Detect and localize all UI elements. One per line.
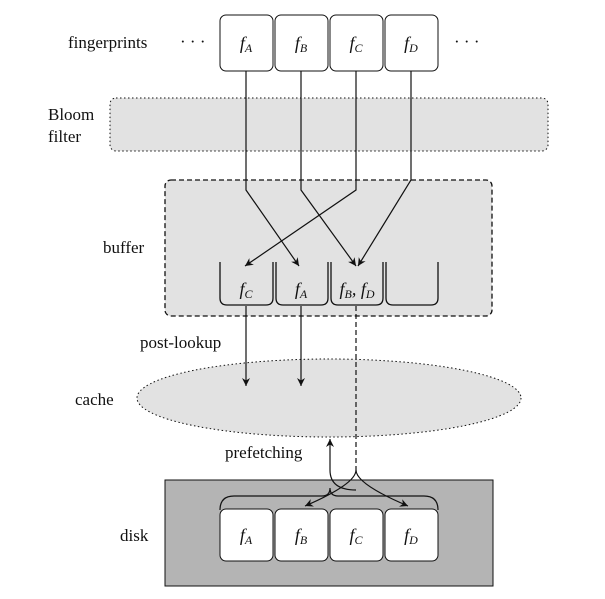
bloom-filter-label-line1: Bloom [48,105,94,124]
fingerprint-box-d: fD [384,14,439,72]
route-arrow-b [300,71,357,267]
fingerprint-box-b: fB [274,14,329,72]
fingerprint-box-a: fA [219,14,274,72]
disk-fingerprint-box-c: fC [329,508,384,562]
svg-text:fC: fC [349,525,363,547]
fingerprints-label: fingerprints [68,33,147,52]
disk-brace [219,487,439,511]
buffer-slot-3-content: fB, fD [339,279,374,301]
cache-label: cache [75,390,114,409]
buffer-slot-1-content: fC [239,279,253,301]
buffer-slot-2-content: fA [295,279,308,301]
svg-text:fD: fD [404,525,418,547]
disk-region [164,479,494,587]
svg-text:fB: fB [295,525,308,547]
disk-fingerprint-box-d: fD [384,508,439,562]
disk-fingerprint-box-a: fA [219,508,274,562]
svg-text:fD: fD [404,33,418,55]
prefetching-label: prefetching [225,443,303,462]
bloom-filter-label-line2: filter [48,127,81,146]
svg-text:fC: fC [349,33,363,55]
fan-curve-right [355,469,409,507]
fingerprints-ellipsis-right: · · · [454,32,479,51]
bloom-filter-region [109,97,549,152]
buffer-slot-4 [385,262,439,306]
fan-curve-left [304,469,357,507]
route-arrow-c [244,71,357,267]
buffer-slot-3 [330,262,384,306]
route-arrow-d [357,71,412,267]
buffer-slot-1 [219,262,274,306]
post-lookup-label: post-lookup [140,333,221,352]
svg-text:fA: fA [240,525,253,547]
svg-text:fA: fA [240,33,253,55]
fan-curve-up [329,469,357,491]
fingerprint-box-c: fC [329,14,384,72]
fingerprints-ellipsis-left: · · · [180,32,205,51]
disk-fingerprint-box-b: fB [274,508,329,562]
disk-label: disk [120,526,149,545]
cache-region [136,358,522,438]
buffer-slot-2 [275,262,329,306]
buffer-region [164,179,493,317]
buffer-label: buffer [103,238,145,257]
svg-text:fB: fB [295,33,308,55]
